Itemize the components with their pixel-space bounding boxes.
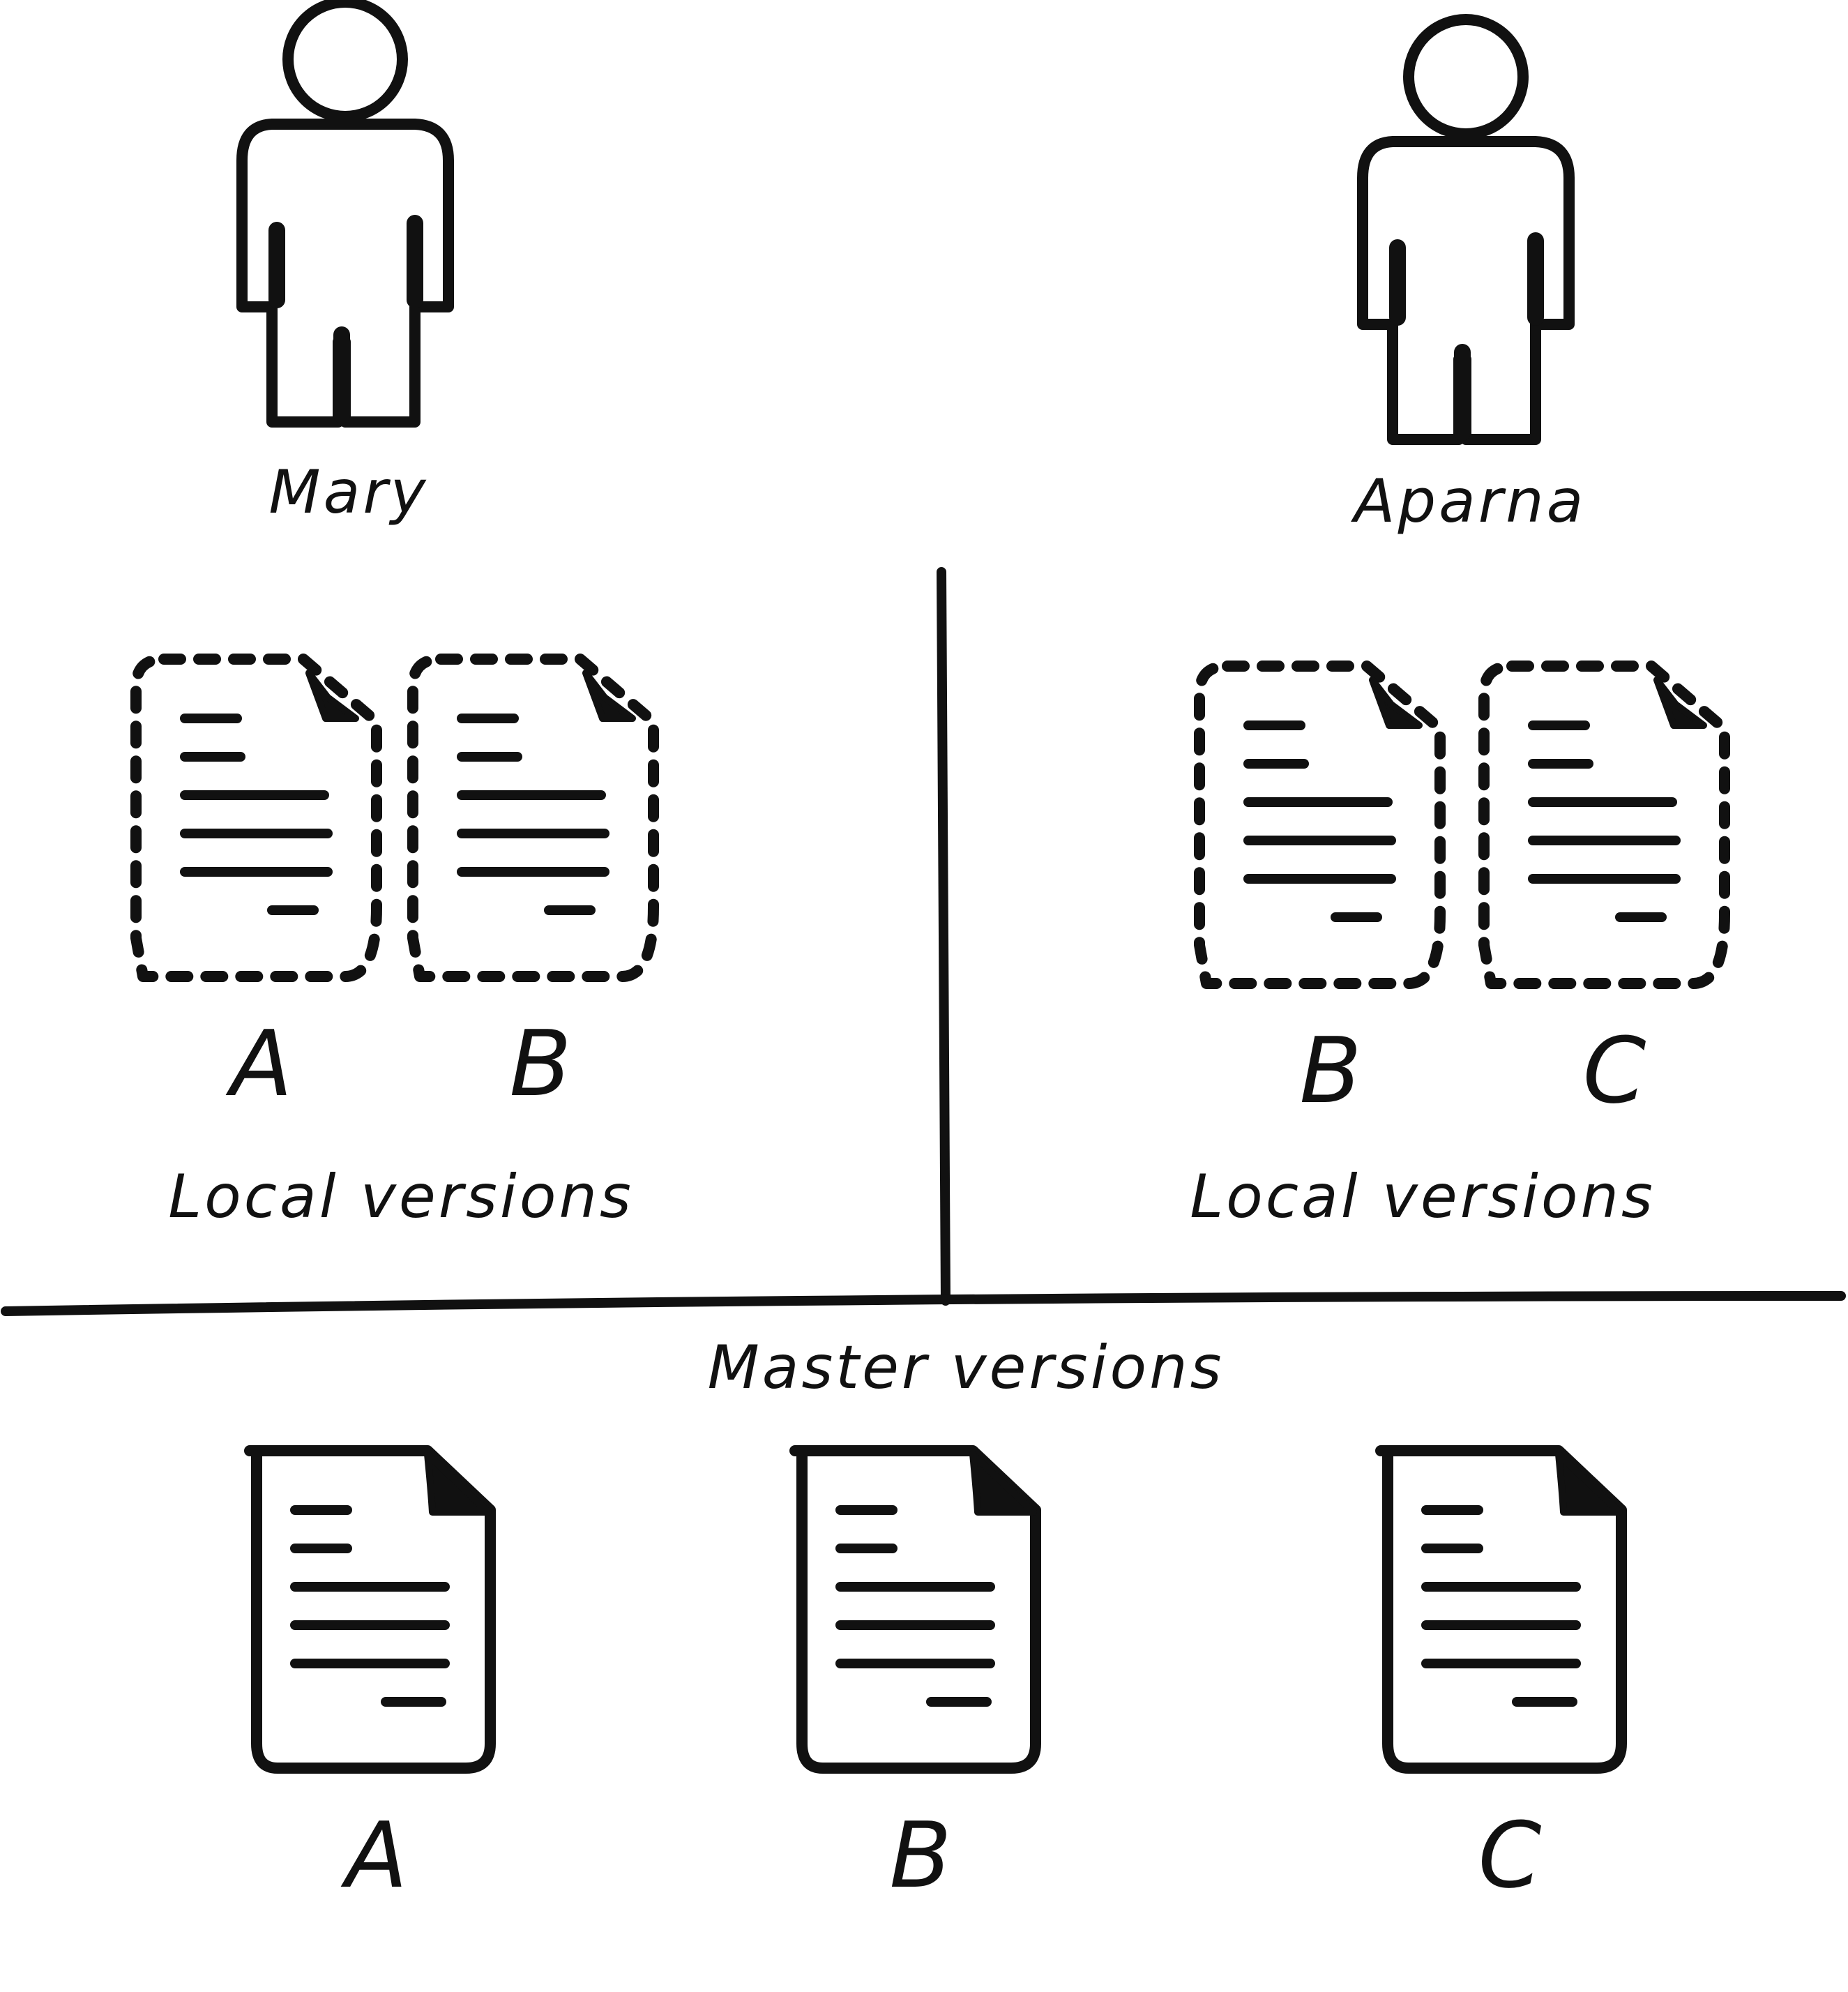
horizontal-divider	[1, 1291, 1846, 1316]
local-document-icon	[407, 654, 659, 982]
person-name-aparna: Aparna	[1351, 467, 1586, 536]
local-document-icon	[130, 654, 382, 982]
master-document-icon	[244, 1445, 496, 1774]
local-doc-label: A	[226, 1011, 293, 1117]
local-versions-caption: Local versions	[168, 1162, 634, 1232]
master-doc-label: B	[889, 1802, 951, 1908]
person-name-mary: Mary	[268, 458, 428, 527]
local-versions-caption: Local versions	[1190, 1162, 1656, 1232]
vertical-divider	[937, 567, 950, 1306]
local-document-icon	[1478, 661, 1730, 989]
local-doc-label: B	[509, 1011, 571, 1117]
local-doc-label: B	[1299, 1018, 1361, 1124]
person-aparna-icon	[1357, 14, 1575, 445]
local-doc-label: C	[1583, 1018, 1646, 1124]
person-mary-icon	[236, 0, 454, 428]
master-document-icon	[1375, 1445, 1627, 1774]
master-versions-caption: Master versions	[708, 1333, 1225, 1403]
local-document-icon	[1194, 661, 1446, 989]
master-document-icon	[789, 1445, 1041, 1774]
master-doc-label: C	[1478, 1802, 1542, 1908]
master-doc-label: A	[341, 1802, 408, 1908]
